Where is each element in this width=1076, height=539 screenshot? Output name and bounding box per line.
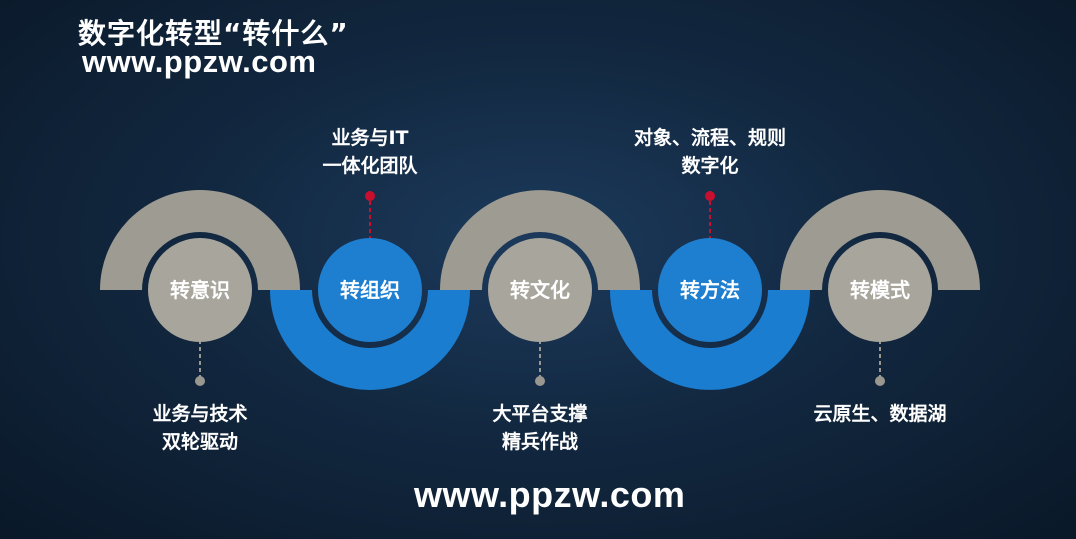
node-label-2: 转组织 [340, 278, 400, 302]
annotation-2-line-1: 业务与IT [331, 127, 409, 149]
node-label-4: 转方法 [680, 278, 740, 302]
node-circle-4 [658, 238, 762, 342]
node-label-1: 转意识 [170, 278, 230, 302]
arc-lower-4 [610, 290, 810, 390]
arc-upper-1 [100, 190, 300, 290]
node-label-3: 转文化 [510, 278, 570, 302]
annotation-4: 对象、流程、规则 数字化 [634, 124, 786, 180]
arc-upper-5 [780, 190, 980, 290]
page-title: 数字化转型“转什么” [78, 17, 349, 50]
annotation-2-line-2: 一体化团队 [322, 155, 418, 177]
arc-upper-3 [440, 190, 640, 290]
arc-lower-2 [270, 290, 470, 390]
annotation-5: 云原生、数据湖 [813, 400, 946, 428]
annotation-4-line-2: 数字化 [681, 155, 739, 177]
node-circle-2 [318, 238, 422, 342]
annotation-3-line-2: 精兵作战 [501, 431, 579, 453]
annotation-1: 业务与技术 双轮驱动 [152, 400, 247, 456]
annotation-1-line-2: 双轮驱动 [161, 431, 239, 453]
annotation-1-line-1: 业务与技术 [152, 403, 248, 425]
node-circle-3 [488, 238, 592, 342]
watermark-bottom: www.ppzw.com [414, 474, 686, 515]
node-circle-1 [148, 238, 252, 342]
annotation-5-line-1: 云原生、数据湖 [813, 403, 947, 425]
annotation-3: 大平台支撑 精兵作战 [492, 400, 587, 456]
marker-dot-4 [705, 191, 715, 201]
watermark-top: www.ppzw.com [82, 44, 317, 79]
annotation-3-line-1: 大平台支撑 [492, 403, 588, 425]
node-circle-5 [828, 238, 932, 342]
node-label-5: 转模式 [850, 278, 910, 302]
annotation-4-line-1: 对象、流程、规则 [633, 127, 787, 149]
marker-dot-3 [535, 376, 545, 386]
annotation-2: 业务与IT 一体化团队 [322, 124, 417, 180]
marker-dot-2 [365, 191, 375, 201]
marker-dot-1 [195, 376, 205, 386]
marker-dot-5 [875, 376, 885, 386]
